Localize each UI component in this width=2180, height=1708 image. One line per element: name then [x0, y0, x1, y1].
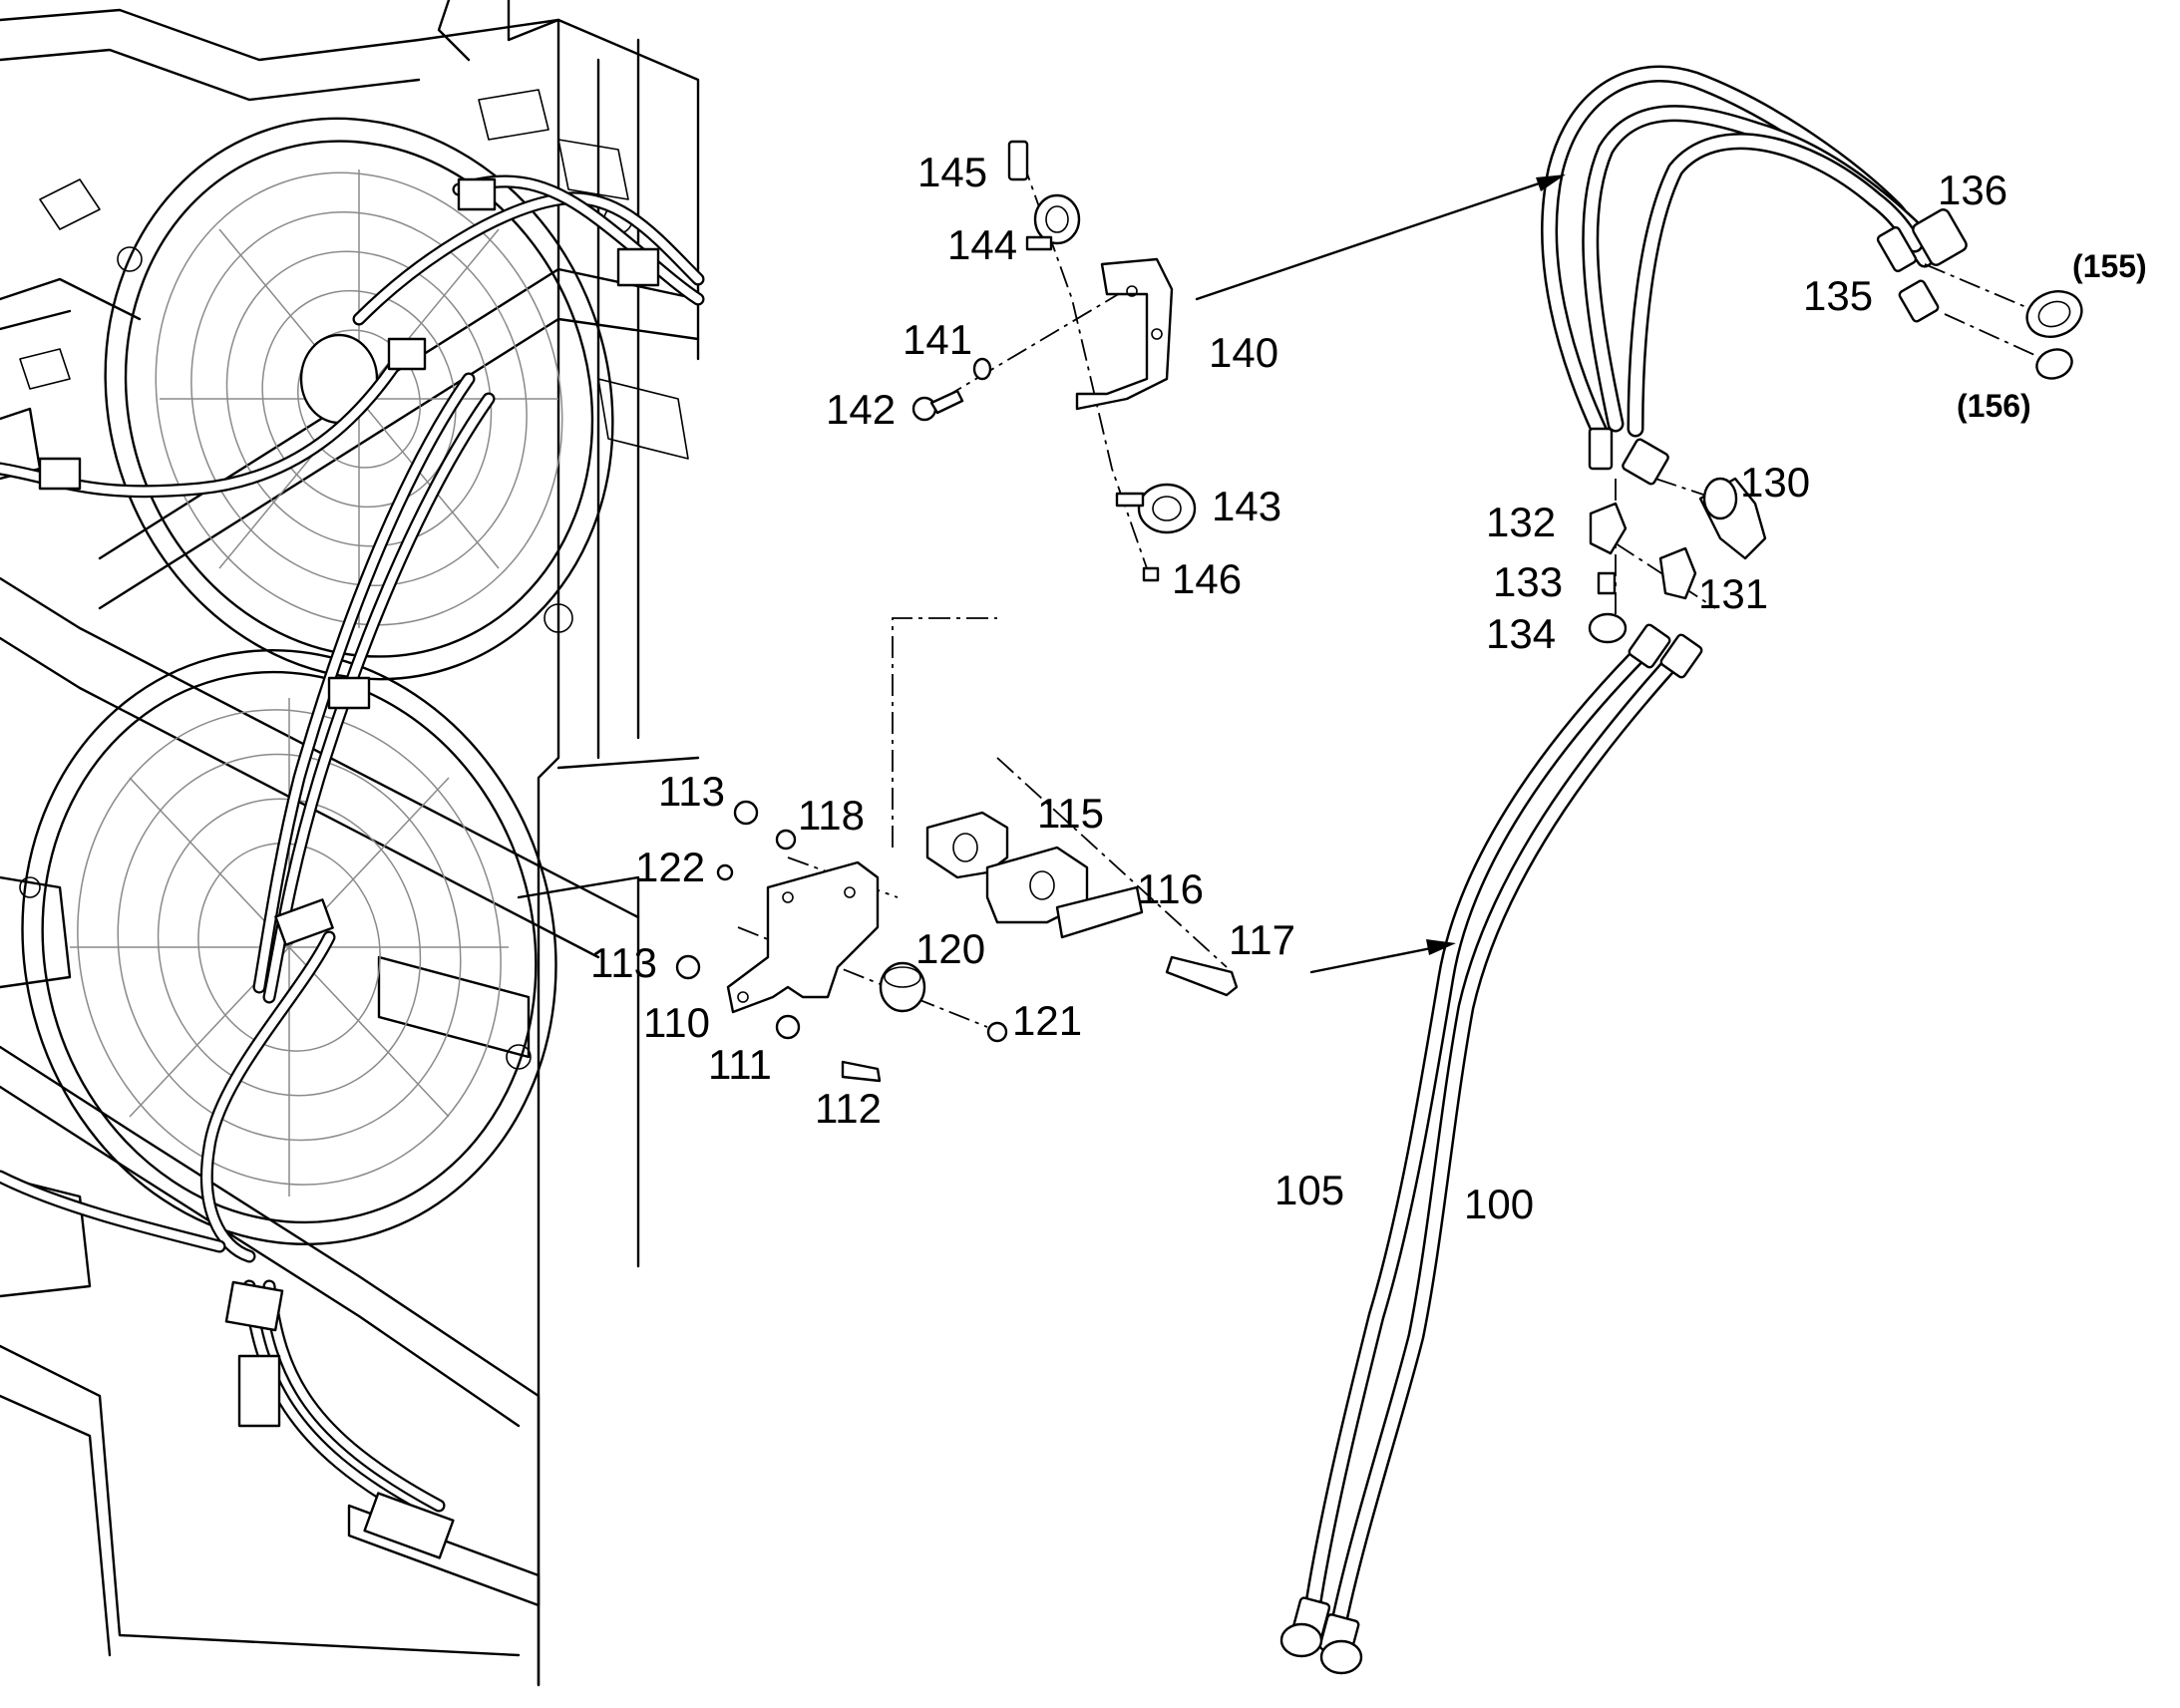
label-136: 136: [1938, 167, 2007, 213]
label-116: 116: [1137, 865, 1204, 912]
bracket-110: [726, 860, 880, 1014]
chassis-frame: [0, 0, 700, 1687]
arrows: [1195, 174, 1566, 974]
lower-cooling-fan: [21, 649, 557, 1245]
label-117: 117: [1229, 916, 1295, 963]
nut-122: [716, 863, 734, 881]
label-130: 130: [1740, 459, 1810, 506]
cap-156: [2035, 348, 2073, 380]
label-115: 115: [1037, 790, 1104, 837]
plug-133: [1597, 571, 1617, 595]
label-146: 146: [1172, 555, 1242, 602]
machine-fittings: [38, 177, 660, 1559]
label-122: 122: [635, 844, 705, 890]
tee-fitting-132: [1589, 502, 1628, 555]
label-142: 142: [826, 386, 896, 433]
label-121: 121: [1012, 997, 1082, 1044]
label-113-bottom: 113: [590, 939, 657, 986]
label-133: 133: [1493, 558, 1563, 605]
bolt-117: [1165, 955, 1239, 997]
hose-pair-upper: [1541, 65, 1968, 486]
hose-pair-lower: [1279, 623, 1703, 1675]
label-145: 145: [917, 149, 987, 195]
cap-155: [2025, 290, 2083, 338]
washer-118: [775, 829, 797, 851]
label-112: 112: [815, 1085, 882, 1132]
label-100: 100: [1464, 1181, 1534, 1227]
label-143: 143: [1212, 483, 1281, 529]
screw-145: [1007, 140, 1029, 181]
label-144: 144: [947, 221, 1017, 268]
label-105: 105: [1274, 1167, 1344, 1213]
label-120: 120: [915, 925, 985, 972]
screw-121: [986, 1021, 1008, 1043]
clamp-144: [1033, 193, 1081, 245]
callout-labels: 100 105 110 111 112 113 113 115 116 117 …: [590, 149, 2147, 1227]
label-113-top: 113: [658, 768, 725, 815]
label-134: 134: [1486, 610, 1556, 657]
label-110: 110: [643, 999, 710, 1046]
elbow-fitting-131: [1658, 546, 1697, 600]
fitting-group-130: [1588, 263, 2083, 644]
label-141: 141: [903, 316, 972, 363]
label-156: (156): [1957, 388, 2031, 424]
label-155: (155): [2072, 248, 2147, 284]
label-140: 140: [1209, 329, 1278, 376]
label-135: 135: [1803, 272, 1873, 319]
screw-142: [911, 396, 937, 422]
machine-assembly: [0, 0, 705, 1687]
label-118: 118: [798, 792, 865, 839]
bolt-112: [841, 1060, 882, 1083]
cap-134: [1588, 612, 1628, 644]
nut-113-top: [733, 800, 759, 826]
bracket-group-140: [911, 140, 1197, 582]
washer-111: [775, 1014, 801, 1040]
washer-141: [972, 357, 992, 381]
label-132: 132: [1486, 499, 1556, 545]
plate-116: [1055, 885, 1144, 939]
label-111: 111: [708, 1041, 772, 1088]
upper-cooling-fan: [104, 117, 614, 681]
clamp-group-110: [675, 617, 1239, 1083]
nut-113-bottom: [675, 954, 701, 980]
clamp-143: [1137, 483, 1197, 534]
nut-146: [1142, 566, 1160, 582]
label-131: 131: [1698, 570, 1768, 617]
